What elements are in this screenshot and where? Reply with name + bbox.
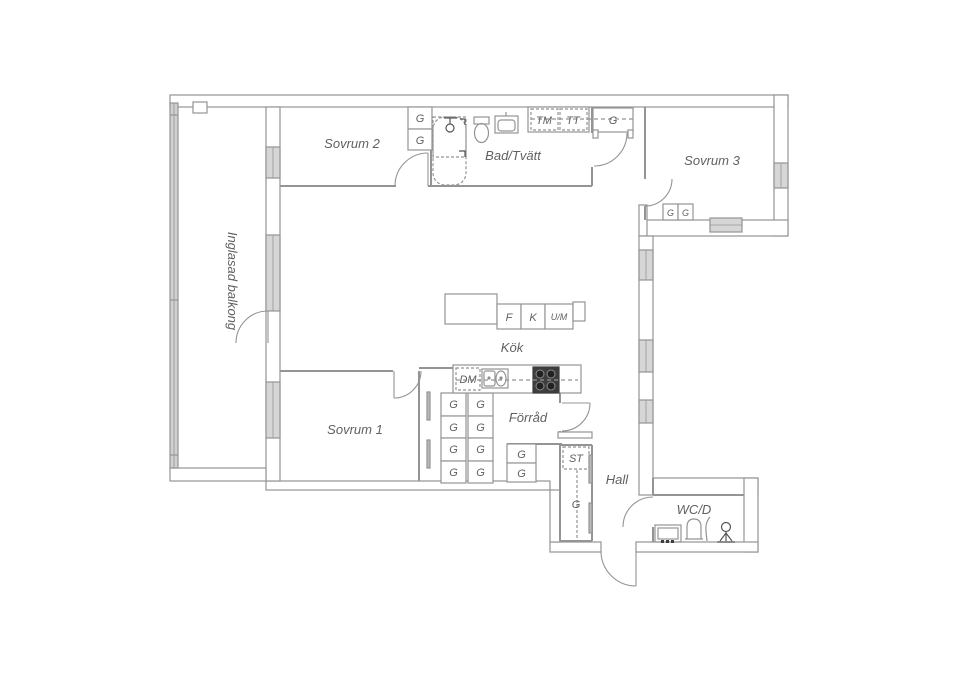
wall-bottom-wc-wing bbox=[635, 541, 759, 553]
wardrobe-label: G bbox=[476, 467, 485, 479]
wardrobe-label: G bbox=[517, 449, 526, 461]
wardrobe-label: G bbox=[449, 467, 458, 479]
window-living-right-1 bbox=[638, 249, 654, 281]
wall-right-wc-wing bbox=[743, 477, 759, 553]
kitchen-counter-return bbox=[572, 301, 586, 322]
wall-bottom-entrance bbox=[549, 541, 602, 553]
wardrobe-label: G bbox=[476, 422, 485, 434]
wall-top-wc-wing bbox=[652, 477, 759, 496]
window-bedroom1 bbox=[265, 381, 281, 439]
shower-stand-icon bbox=[717, 521, 735, 543]
tumble-dryer-label: TT bbox=[566, 115, 581, 127]
wall-bottom-main bbox=[265, 480, 551, 491]
wardrobe-bedroom3-2 bbox=[677, 203, 694, 221]
wardrobe-nook bbox=[592, 107, 634, 139]
window-bedroom2 bbox=[265, 146, 281, 179]
door-wc bbox=[622, 496, 654, 528]
wardrobe-label: G bbox=[416, 135, 425, 147]
shower-area bbox=[432, 116, 467, 158]
wardrobe-label: G bbox=[667, 208, 674, 218]
wardrobe-col2-4 bbox=[467, 460, 494, 484]
wardrobe-label: G bbox=[476, 444, 485, 456]
sink-bathroom bbox=[494, 112, 519, 134]
cleaning-closet bbox=[562, 446, 593, 538]
freezer-label: K bbox=[529, 312, 537, 324]
closet-door-mark-2 bbox=[426, 439, 431, 469]
toilet-bathroom bbox=[473, 116, 490, 144]
room-label-bedroom1: Sovrum 1 bbox=[327, 422, 383, 437]
window-living-left bbox=[265, 234, 281, 312]
wall-left-hall-strip bbox=[549, 489, 561, 543]
shower-head-icon bbox=[444, 117, 457, 133]
wardrobe-label: G bbox=[609, 115, 618, 127]
fridge-label: F bbox=[506, 312, 514, 324]
wardrobe-label: G bbox=[682, 208, 689, 218]
cleaning-closet-label: ST bbox=[569, 453, 584, 465]
shower-corner-mark-1 bbox=[460, 118, 466, 125]
wc-fixtures bbox=[654, 516, 735, 543]
window-living-right-3 bbox=[638, 399, 654, 424]
wall-balcony-notch bbox=[192, 101, 208, 114]
room-label-wc: WC/D bbox=[677, 502, 712, 517]
door-entrance bbox=[600, 550, 637, 587]
kitchen-sink bbox=[481, 368, 509, 389]
windows bbox=[265, 146, 789, 439]
wall-above-closet-strip bbox=[557, 431, 593, 439]
room-label-balcony: Inglasad balkong bbox=[225, 232, 240, 331]
window-living-right-2 bbox=[638, 339, 654, 373]
kitchen-tall-cabinet bbox=[444, 293, 498, 325]
wall-hall-closet-strip bbox=[559, 444, 593, 542]
labels: Sovrum 2 Sovrum 3 Sovrum 1 Bad/Tvätt Kök… bbox=[225, 113, 741, 517]
room-label-hall: Hall bbox=[606, 472, 630, 487]
oven-micro-label: U/M bbox=[551, 312, 568, 322]
shower-corner-mark-2 bbox=[459, 150, 466, 157]
closet-door-mark-1 bbox=[426, 391, 431, 421]
window-bedroom3-right bbox=[773, 162, 789, 189]
kitchen-units bbox=[444, 293, 586, 394]
wall-wc-room bbox=[652, 478, 744, 542]
wardrobe-label: G bbox=[449, 444, 458, 456]
wall-bottom-balcony bbox=[169, 467, 267, 482]
washing-machine-label: TM bbox=[536, 115, 553, 127]
wardrobe-label: G bbox=[476, 399, 485, 411]
wardrobe-label: G bbox=[572, 499, 581, 511]
balcony-glazing bbox=[169, 102, 179, 469]
room-label-kitchen: Kök bbox=[501, 340, 525, 355]
kitchen-worktop bbox=[452, 364, 582, 394]
room-label-bedroom2: Sovrum 2 bbox=[324, 136, 380, 151]
room-label-bathroom: Bad/Tvätt bbox=[485, 148, 542, 163]
toilet-wc bbox=[685, 518, 703, 540]
wardrobe-label: G bbox=[416, 113, 425, 125]
doors bbox=[235, 132, 673, 587]
wardrobe-bedroom2-2 bbox=[407, 128, 433, 151]
dishwasher-label: DM bbox=[459, 374, 477, 386]
dishwasher-box bbox=[455, 367, 481, 391]
wardrobes bbox=[407, 106, 694, 538]
room-label-bedroom3: Sovrum 3 bbox=[684, 153, 740, 168]
wall-top bbox=[169, 94, 789, 108]
door-bedroom1 bbox=[393, 370, 422, 399]
bathroom-fixtures bbox=[432, 112, 519, 186]
door-bathroom bbox=[593, 132, 628, 167]
door-storage bbox=[561, 402, 591, 432]
sink-wc bbox=[654, 524, 682, 543]
door-bedroom2 bbox=[394, 152, 429, 187]
wardrobe-storage-2 bbox=[506, 462, 537, 483]
door-balcony bbox=[235, 310, 269, 344]
laundry-appliances bbox=[527, 106, 633, 133]
shower-curtain-rod bbox=[705, 516, 711, 542]
wardrobe-col1-4 bbox=[440, 460, 467, 484]
room-label-storage: Förråd bbox=[509, 410, 548, 425]
wardrobe-label: G bbox=[449, 399, 458, 411]
wardrobe-label: G bbox=[449, 422, 458, 434]
wardrobe-label: G bbox=[517, 468, 526, 480]
window-bedroom3-bottom bbox=[709, 217, 743, 233]
door-bedroom3 bbox=[644, 178, 673, 207]
